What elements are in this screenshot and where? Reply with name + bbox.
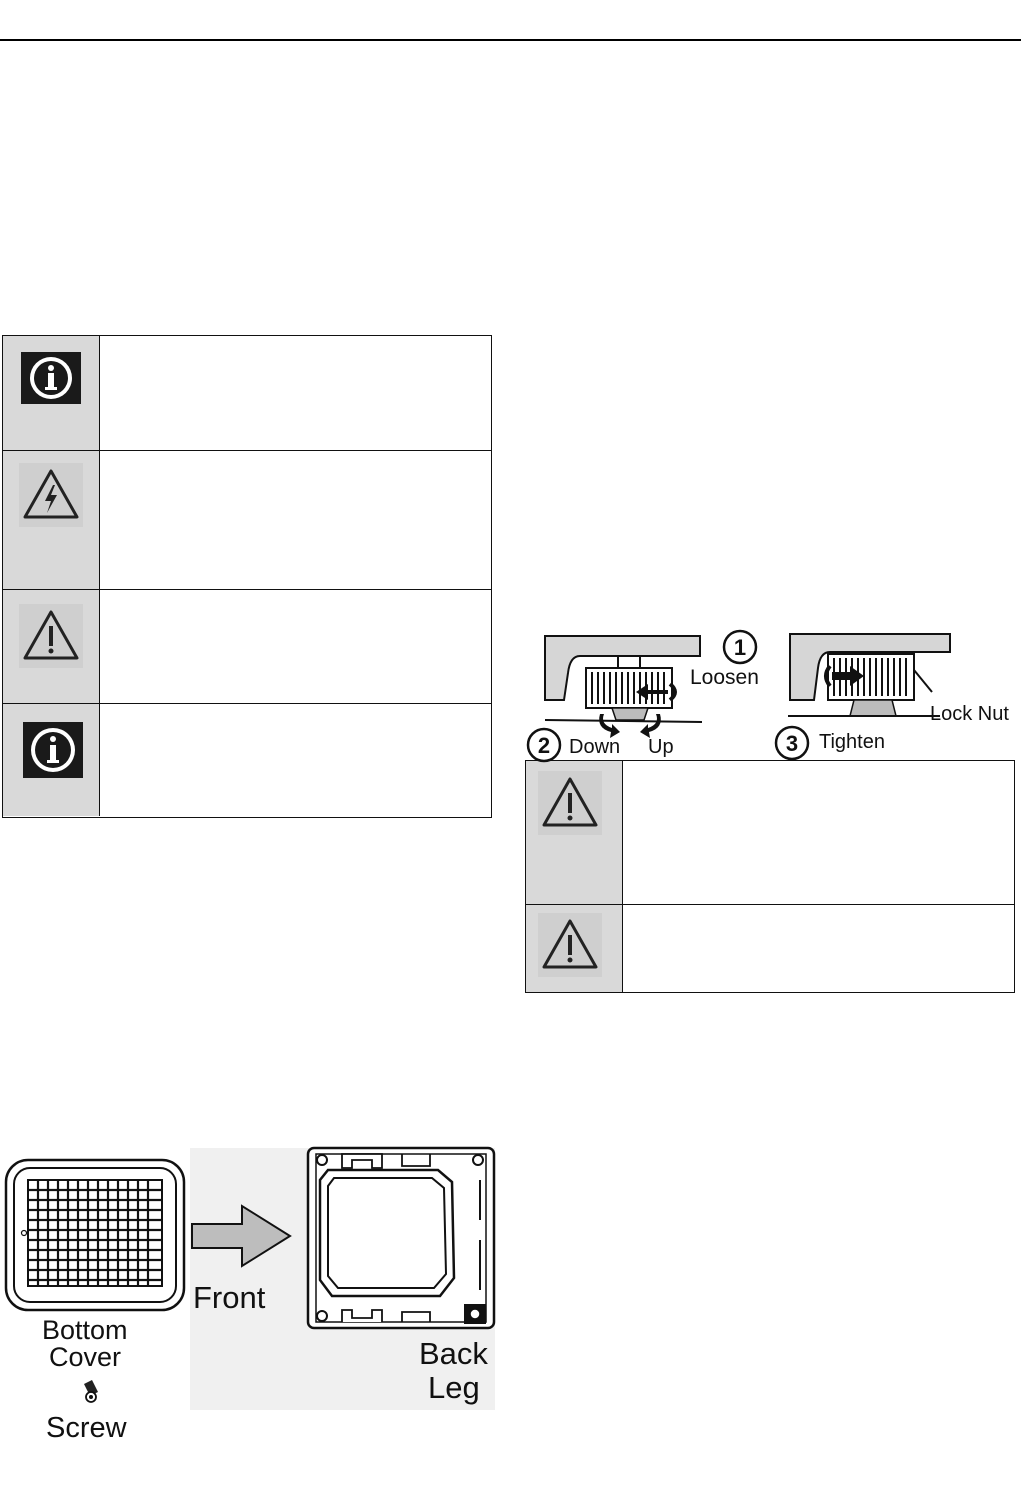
notice-row-warning — [3, 589, 491, 703]
leveling-foot-figure: 1 2 3 Loosen Down — [520, 628, 1020, 768]
notice-text — [623, 905, 1014, 992]
back-leg-label-line1: Back — [419, 1336, 488, 1371]
screw-label: Screw — [46, 1412, 127, 1444]
notice-row-info-2 — [3, 703, 491, 816]
notice-text — [100, 590, 491, 703]
warning-icon — [538, 771, 602, 835]
info-icon — [21, 352, 81, 404]
loosen-label: Loosen — [690, 666, 759, 689]
up-arrow-icon — [640, 714, 661, 738]
tighten-label: Tighten — [819, 731, 885, 753]
bottom-cover-graphic — [4, 1158, 186, 1312]
notice-icon-cell — [3, 451, 100, 589]
notice-text — [623, 761, 1014, 904]
step-2-number: 2 — [538, 733, 550, 758]
notice-table-right — [525, 760, 1015, 993]
adjustable-foot-left — [585, 667, 673, 721]
notice-icon-cell — [3, 336, 100, 450]
back-leg-label-line2: Leg — [428, 1370, 480, 1405]
step-3-circle — [774, 725, 810, 761]
step-2-circle — [526, 727, 562, 763]
tighten-arrow-icon — [832, 666, 864, 686]
front-arrow-icon — [191, 1204, 292, 1268]
bottom-cover-label-line2: Cover — [49, 1342, 122, 1372]
notice-text — [100, 336, 491, 450]
back-leg-graphic — [306, 1146, 496, 1330]
notice-icon-cell — [526, 761, 623, 904]
bottom-cover-figure: Bottom Cover Screw Front Back Leg — [2, 1140, 497, 1450]
bottom-cover-label-line1: Bottom — [42, 1315, 128, 1345]
down-label: Down — [569, 736, 621, 758]
notice-row-warning-1 — [526, 761, 1014, 904]
down-arrow-icon — [599, 714, 620, 738]
notice-text — [100, 704, 491, 816]
info-icon — [23, 722, 83, 778]
notice-row-warning-2 — [526, 904, 1014, 992]
step-3-number: 3 — [786, 731, 798, 756]
lock-nut-label: Lock Nut — [930, 703, 1009, 725]
notice-row-info-1 — [3, 336, 491, 450]
loosen-arrow-icon — [636, 684, 668, 700]
warning-icon — [19, 604, 83, 668]
notice-text — [100, 451, 491, 589]
notice-icon-cell — [3, 590, 100, 703]
step-1-circle — [722, 629, 758, 665]
screw-icon — [84, 1380, 98, 1403]
up-label: Up — [648, 736, 674, 758]
step-1-number: 1 — [734, 635, 746, 660]
adjustable-foot-right — [827, 653, 915, 717]
notice-icon-cell — [526, 905, 623, 992]
notice-icon-cell — [3, 704, 100, 816]
notice-row-electric — [3, 450, 491, 589]
electric-hazard-icon — [19, 463, 83, 527]
header-rule — [0, 39, 1021, 41]
cabinet-base-right — [789, 633, 951, 701]
front-label: Front — [193, 1280, 266, 1315]
warning-icon — [538, 913, 602, 977]
notice-table-left — [2, 335, 492, 818]
